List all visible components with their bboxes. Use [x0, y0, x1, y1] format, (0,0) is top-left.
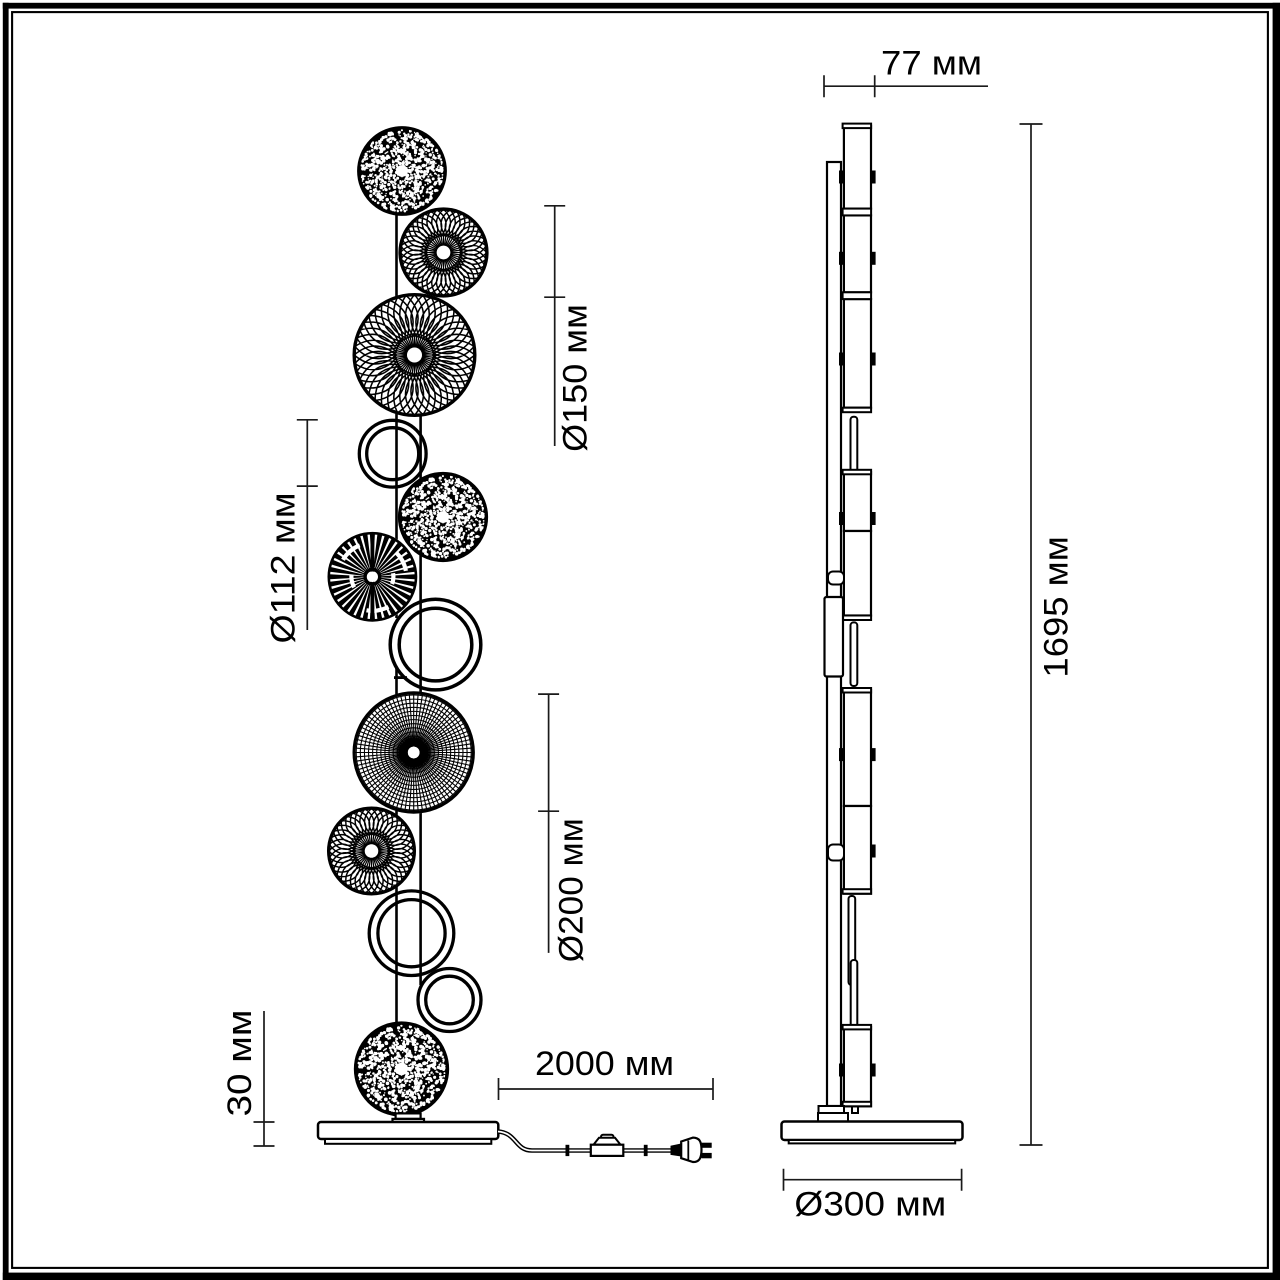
svg-text:30 мм: 30 мм: [221, 1010, 259, 1117]
svg-text:Ø112 мм: Ø112 мм: [265, 493, 303, 644]
svg-text:2000 мм: 2000 мм: [535, 1045, 674, 1083]
svg-text:Ø300 мм: Ø300 мм: [794, 1186, 946, 1224]
svg-text:1695 мм: 1695 мм: [1037, 536, 1075, 677]
svg-text:Ø150 мм: Ø150 мм: [557, 304, 595, 452]
svg-text:77 мм: 77 мм: [881, 44, 982, 82]
svg-text:Ø200 мм: Ø200 мм: [552, 818, 590, 962]
